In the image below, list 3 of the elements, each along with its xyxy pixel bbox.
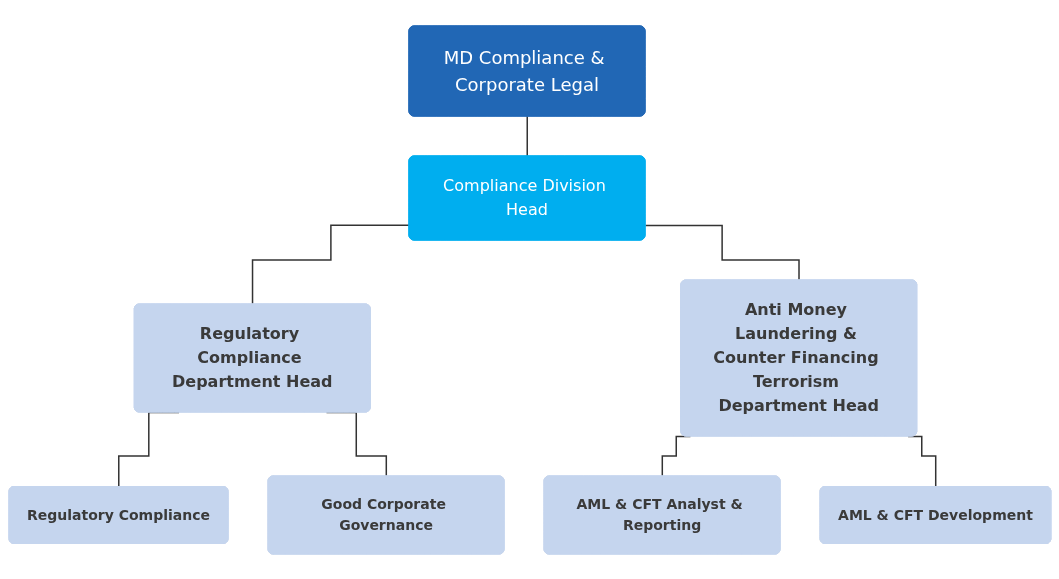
connector bbox=[251, 223, 410, 305]
connector bbox=[526, 115, 528, 157]
connector bbox=[644, 224, 800, 281]
